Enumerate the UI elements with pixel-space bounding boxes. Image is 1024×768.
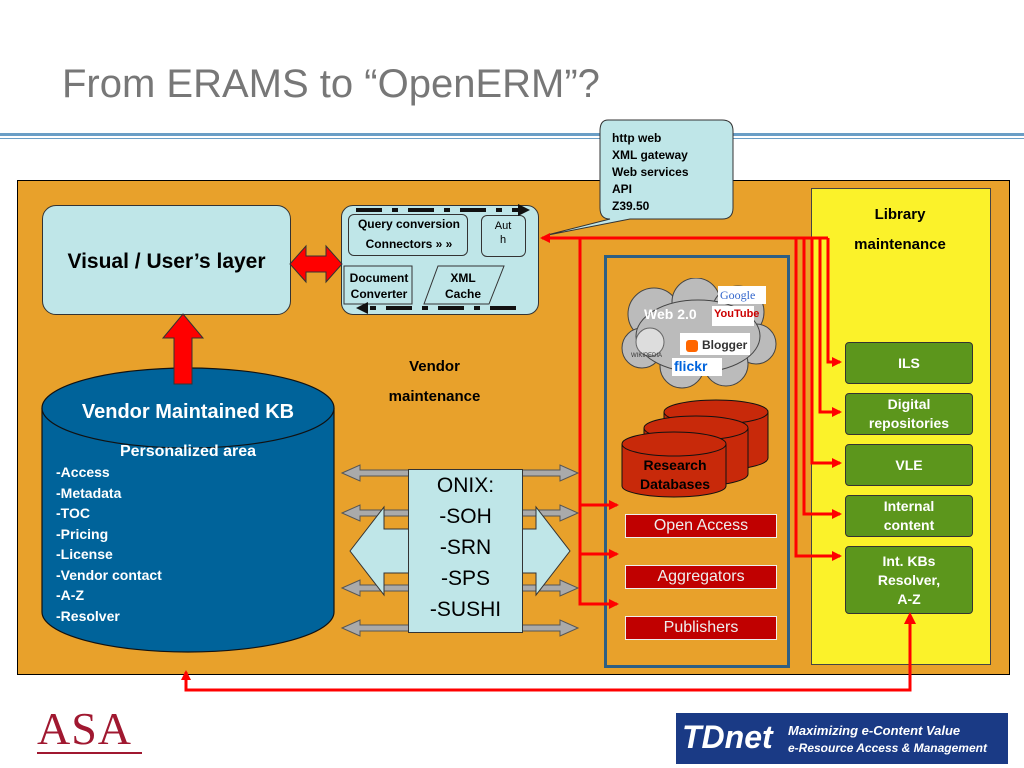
kb-item: -Metadata bbox=[56, 484, 122, 501]
kb-item: -Vendor contact bbox=[56, 566, 162, 583]
query-conversion-inner bbox=[348, 214, 468, 256]
tdnet-tagline-2: e-Resource Access & Management bbox=[788, 741, 987, 755]
title-rule-thin bbox=[0, 138, 1024, 139]
callout-line: XML gateway bbox=[612, 148, 688, 162]
kb-item: -Access bbox=[56, 464, 110, 480]
connectors-label: Connectors » » bbox=[365, 237, 453, 251]
onix-line: -SOH bbox=[439, 505, 492, 528]
kb-item: -Pricing bbox=[56, 525, 109, 542]
callout-line: Z39.50 bbox=[612, 199, 650, 213]
publishers-item: Publishers bbox=[625, 616, 777, 640]
callout-line: Web services bbox=[612, 165, 689, 179]
research-databases-label: Research Databases bbox=[639, 457, 711, 492]
ils-box: ILS bbox=[845, 342, 973, 384]
callout-line: API bbox=[612, 182, 633, 196]
asa-logo: ASA bbox=[37, 703, 133, 754]
flickr-logo: flickr bbox=[674, 358, 708, 374]
kb-subtitle: Personalized area bbox=[119, 443, 257, 460]
query-conversion-label: Query conversion bbox=[357, 217, 461, 231]
visual-user-layer-label: Visual / User’s layer bbox=[67, 250, 266, 273]
document-converter-label: Document Converter bbox=[349, 271, 409, 301]
kb-title: Vendor Maintained KB bbox=[81, 401, 295, 423]
open-access-item: Open Access bbox=[625, 514, 777, 538]
vle-box: VLE bbox=[845, 444, 973, 486]
youtube-logo: YouTube bbox=[714, 308, 760, 320]
auth-label: Aut h bbox=[494, 220, 512, 246]
kb-item: -TOC bbox=[56, 505, 90, 521]
auth-box bbox=[481, 215, 526, 257]
title-rule bbox=[0, 133, 1024, 136]
page-title: From ERAMS to “OpenERM”? bbox=[62, 62, 600, 106]
int-kbs-box: Int. KBs Resolver, A-Z bbox=[845, 546, 973, 614]
kb-item: -License bbox=[56, 546, 113, 562]
aggregators-item: Aggregators bbox=[625, 565, 777, 589]
kb-items: -Access -Metadata -TOC -Pricing -License… bbox=[56, 462, 162, 626]
onix-line: -SUSHI bbox=[429, 598, 502, 621]
web20-cloud bbox=[621, 278, 777, 389]
visual-user-layer-box: Visual / User’s layer bbox=[42, 205, 291, 315]
visual-query-arrow bbox=[289, 244, 343, 284]
tdnet-banner: TDnet Maximizing e-Content Value e-Resou… bbox=[676, 713, 1008, 764]
onix-line: -SPS bbox=[440, 567, 491, 590]
content-sources-frame bbox=[604, 255, 790, 668]
callout-bubble bbox=[550, 119, 734, 236]
blogger-logo: Blogger bbox=[686, 338, 747, 352]
tdnet-tagline-1: Maximizing e-Content Value bbox=[788, 723, 961, 738]
blogger-icon bbox=[686, 339, 698, 352]
library-maintenance-label: Library maintenance bbox=[854, 206, 946, 253]
xml-cache-label: XML Cache bbox=[444, 271, 482, 301]
research-databases-cylinders bbox=[621, 399, 769, 498]
vendor-maintenance-label: Vendor maintenance bbox=[388, 358, 481, 405]
asa-underline bbox=[37, 752, 142, 754]
kb-item: -A-Z bbox=[56, 587, 84, 603]
kb-item: -Resolver bbox=[56, 607, 120, 624]
cache-shapes bbox=[343, 265, 505, 305]
callout-line: http web bbox=[612, 131, 662, 145]
kb-cylinder bbox=[41, 367, 335, 653]
onix-line: ONIX: bbox=[436, 474, 495, 497]
internal-content-box: Internal content bbox=[845, 495, 973, 537]
wikipedia-logo: WIKIPEDIA bbox=[631, 353, 663, 359]
onix-line: -SRN bbox=[439, 536, 492, 559]
web20-label: Web 2.0 bbox=[644, 306, 697, 322]
google-logo: Google bbox=[720, 288, 756, 302]
digital-repositories-box: Digital repositories bbox=[845, 393, 973, 435]
tdnet-logo: TDnet bbox=[682, 719, 773, 755]
callout-text: http web XML gateway Web services API Z3… bbox=[612, 130, 689, 215]
onix-box: ONIX: -SOH -SRN -SPS -SUSHI bbox=[408, 469, 523, 633]
kb-to-visual-arrow bbox=[161, 313, 205, 385]
dashed-arrows bbox=[356, 204, 530, 314]
